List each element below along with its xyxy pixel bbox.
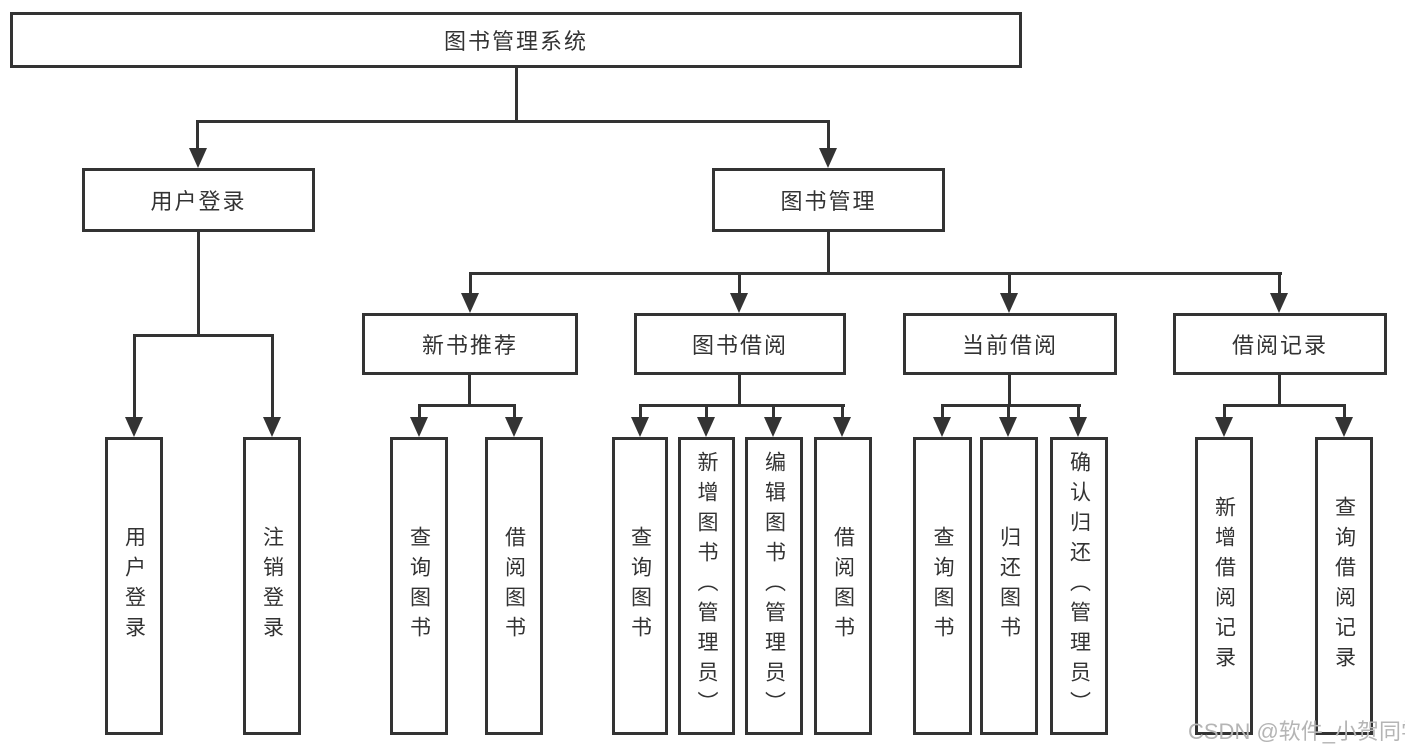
connector-line <box>738 272 741 298</box>
connector-line <box>418 404 516 407</box>
connector-line <box>133 334 136 420</box>
arrow-down-icon <box>505 417 523 437</box>
connector-line <box>1223 404 1346 407</box>
connector-line <box>705 404 708 420</box>
arrow-down-icon <box>764 417 782 437</box>
connector-line <box>1223 404 1226 420</box>
arrow-down-icon <box>1270 293 1288 313</box>
node-book-management-label: 图书管理 <box>780 189 877 214</box>
arrow-down-icon <box>730 293 748 313</box>
connector-line <box>1278 272 1281 298</box>
leaf-newbooks-query-label: 查询图书 <box>407 526 431 646</box>
connector-line <box>197 232 200 336</box>
connector-line <box>1343 404 1346 420</box>
connector-line <box>1278 375 1281 406</box>
arrow-down-icon <box>1069 417 1087 437</box>
leaf-current-query: 查询图书 <box>913 437 972 735</box>
connector-line <box>941 404 944 420</box>
leaf-newbooks-query: 查询图书 <box>390 437 448 735</box>
connector-line <box>515 68 518 122</box>
leaf-borrow-add: 新增图书（管理员） <box>678 437 735 735</box>
connector-line <box>133 334 274 337</box>
connector-line <box>1008 375 1011 406</box>
connector-line <box>738 375 741 406</box>
connector-line <box>513 404 516 420</box>
leaf-records-add-label: 新增借阅记录 <box>1212 496 1236 676</box>
connector-line <box>196 120 199 152</box>
connector-line <box>418 404 421 420</box>
leaf-user-login-label: 用户登录 <box>122 526 146 646</box>
connector-line <box>827 232 830 274</box>
connector-line <box>468 375 471 406</box>
arrow-down-icon <box>189 148 207 168</box>
connector-line <box>841 404 844 420</box>
leaf-borrow-edit-label: 编辑图书（管理员） <box>762 451 786 721</box>
arrow-down-icon <box>819 148 837 168</box>
leaf-newbooks-borrow: 借阅图书 <box>485 437 543 735</box>
connector-line <box>196 120 830 123</box>
arrow-down-icon <box>461 293 479 313</box>
arrow-down-icon <box>933 417 951 437</box>
arrow-down-icon <box>410 417 428 437</box>
arrow-down-icon <box>1335 417 1353 437</box>
connector-line <box>1008 272 1011 298</box>
node-borrow-records-label: 借阅记录 <box>1231 333 1328 358</box>
connector-line <box>1077 404 1080 420</box>
arrow-down-icon <box>1000 293 1018 313</box>
leaf-records-query-label: 查询借阅记录 <box>1332 496 1356 676</box>
csdn-watermark: CSDN @软件_小贺同学 <box>1188 719 1405 744</box>
leaf-user-login: 用户登录 <box>105 437 163 735</box>
leaf-borrow-query: 查询图书 <box>612 437 668 735</box>
connector-line <box>639 404 642 420</box>
node-new-books: 新书推荐 <box>362 313 578 375</box>
node-root: 图书管理系统 <box>10 12 1022 68</box>
arrow-down-icon <box>697 417 715 437</box>
arrow-down-icon <box>631 417 649 437</box>
leaf-borrow-borrow-label: 借阅图书 <box>831 526 855 646</box>
leaf-current-return-label: 归还图书 <box>997 526 1021 646</box>
leaf-records-add: 新增借阅记录 <box>1195 437 1253 735</box>
arrow-down-icon <box>263 417 281 437</box>
node-current-borrow: 当前借阅 <box>903 313 1117 375</box>
leaf-borrow-query-label: 查询图书 <box>628 526 652 646</box>
node-book-borrow-label: 图书借阅 <box>691 333 788 358</box>
connector-line <box>271 334 274 420</box>
leaf-current-confirm-label: 确认归还（管理员） <box>1067 451 1091 721</box>
node-book-borrow: 图书借阅 <box>634 313 846 375</box>
leaf-logout-label: 注销登录 <box>260 526 284 646</box>
node-new-books-label: 新书推荐 <box>421 333 518 358</box>
leaf-borrow-edit: 编辑图书（管理员） <box>745 437 803 735</box>
connector-line <box>469 272 472 298</box>
node-root-label: 图书管理系统 <box>443 29 588 54</box>
connector-line <box>1007 404 1010 420</box>
connector-line <box>941 404 1081 407</box>
connector-line <box>639 404 845 407</box>
arrow-down-icon <box>833 417 851 437</box>
leaf-borrow-borrow: 借阅图书 <box>814 437 872 735</box>
node-user-login: 用户登录 <box>82 168 315 232</box>
leaf-records-query: 查询借阅记录 <box>1315 437 1373 735</box>
node-borrow-records: 借阅记录 <box>1173 313 1387 375</box>
leaf-borrow-add-label: 新增图书（管理员） <box>695 451 718 721</box>
arrow-down-icon <box>125 417 143 437</box>
connector-line <box>772 404 775 420</box>
leaf-newbooks-borrow-label: 借阅图书 <box>502 526 526 646</box>
arrow-down-icon <box>999 417 1017 437</box>
node-current-borrow-label: 当前借阅 <box>961 333 1058 358</box>
leaf-current-confirm: 确认归还（管理员） <box>1050 437 1108 735</box>
leaf-current-query-label: 查询图书 <box>931 526 954 646</box>
node-user-login-label: 用户登录 <box>150 189 247 214</box>
connector-line <box>827 120 830 152</box>
leaf-logout: 注销登录 <box>243 437 301 735</box>
leaf-current-return: 归还图书 <box>980 437 1038 735</box>
connector-line <box>469 272 1282 275</box>
arrow-down-icon <box>1215 417 1233 437</box>
node-book-management: 图书管理 <box>712 168 945 232</box>
